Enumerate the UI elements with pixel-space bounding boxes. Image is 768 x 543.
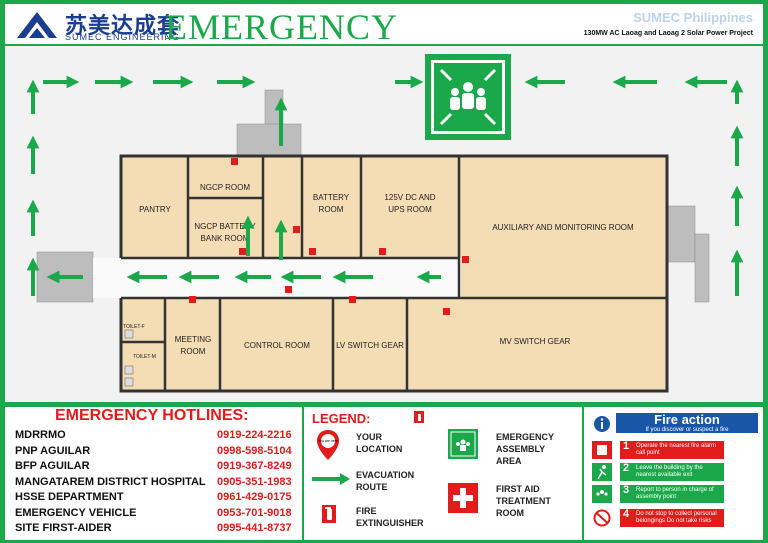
room-toilet-m: TOILET-M [133, 354, 156, 360]
room-mv-switch: MV SWITCH GEAR [500, 337, 571, 346]
project-name: 130MW AC Laoag and Laoag 2 Solar Power P… [583, 30, 753, 37]
floor-plan: PANTRY NGCP ROOM NGCP BATTERY BANK ROOM … [5, 46, 763, 402]
hotline-name: MDRRMO [15, 429, 66, 441]
hotline-name: PNP AGUILAR [15, 444, 91, 457]
room-ngcp-battery-2: BANK ROOM [201, 234, 250, 243]
legend: LEGEND: You are here YOUR LOCATION EVACU… [302, 407, 584, 540]
page-title: EMERGENCY [165, 7, 398, 47]
legend-your-location-1: YOUR [356, 432, 383, 442]
assembly-area-sign [425, 54, 511, 140]
hotline-row: MANGATAREM DISTRICT HOSPITAL 0905-351-198… [15, 476, 295, 488]
prohibited-icon [593, 509, 611, 527]
toilet-fixtures [124, 329, 134, 387]
room-ngcp-battery-1: NGCP BATTERY [194, 222, 256, 231]
hotline-row: PNP AGUILAR 0998-598-5104 [15, 445, 295, 457]
hotline-row: SITE FIRST-AIDER 0995-441-8737 [15, 522, 295, 534]
hotline-name: MANGATAREM DISTRICT HOSPITAL [15, 475, 206, 488]
sumec-logo-icon [17, 12, 57, 38]
legend-extinguisher-1: FIRE [356, 506, 377, 516]
hotline-name: HSSE DEPARTMENT [15, 491, 124, 503]
stairs-right [664, 205, 710, 303]
evacuation-arrow-icon [312, 473, 350, 485]
alarm-call-point-icon [592, 441, 612, 459]
company-name: SUMEC Philippines [633, 10, 753, 25]
hotline-number: 0953-701-9018 [217, 506, 292, 519]
hotline-row: HSSE DEPARTMENT 0961-429-0175 [15, 491, 295, 503]
fire-action-subtitle: If you discover or suspect a fire [645, 427, 729, 433]
hotline-number: 0998-598-5104 [217, 444, 292, 457]
hotline-number: 0919-224-2216 [217, 429, 292, 441]
you-are-here-text: You are here [318, 439, 338, 443]
room-pantry: PANTRY [139, 205, 171, 214]
room-control: CONTROL ROOM [244, 341, 310, 350]
logo-chinese-text: 苏美达成套 [65, 14, 181, 39]
first-aid-icon [448, 483, 478, 513]
hotline-row: MDRRMO 0919-224-2216 [15, 429, 295, 441]
legend-your-location-2: LOCATION [356, 444, 403, 454]
fire-extinguisher-markers [189, 158, 469, 315]
legend-evacuation-1: EVACUATION [356, 470, 415, 480]
room-ngcp: NGCP ROOM [200, 183, 250, 192]
assembly-area-icon [448, 429, 478, 459]
room-battery-2: ROOM [319, 205, 344, 214]
hotline-name: SITE FIRST-AIDER [15, 522, 112, 534]
room-auxiliary: AUXILIARY AND MONITORING ROOM [492, 223, 634, 232]
hotline-number: 0905-351-1983 [217, 475, 292, 488]
stairs-top [236, 89, 302, 159]
hotline-row: BFP AGUILAR 0919-367-8249 [15, 460, 295, 472]
legend-assembly-3: AREA [496, 456, 522, 466]
header: 苏美达成套 SUMEC ENGINEERING EMERGENCY SUMEC … [5, 4, 763, 47]
legend-evacuation-2: ROUTE [356, 482, 388, 492]
fire-extinguisher-small-icon [414, 411, 424, 423]
legend-assembly-1: EMERGENCY [496, 432, 555, 442]
room-dc-ups-2: UPS ROOM [388, 205, 432, 214]
room-meeting-2: ROOM [181, 347, 206, 356]
logo-english-text: SUMEC ENGINEERING [65, 32, 181, 42]
legend-extinguisher-2: EXTINGUISHER [356, 518, 424, 528]
room-lv-switch: LV SWITCH GEAR [336, 341, 404, 350]
legend-first-aid-3: ROOM [496, 508, 524, 518]
room-dc-ups-1: 125V DC AND [384, 193, 435, 202]
fire-action-panel: Fire action If you discover or suspect a… [586, 407, 763, 540]
hotline-number: 0919-367-8249 [217, 460, 292, 472]
assembly-point-icon [592, 485, 612, 503]
room-toilet-f: TOILET-F [123, 324, 145, 330]
hotline-name: EMERGENCY VEHICLE [15, 506, 137, 519]
hotlines-title: EMERGENCY HOTLINES: [55, 407, 249, 424]
exit-running-icon [592, 463, 612, 481]
location-pin-icon: You are here [317, 430, 339, 460]
evacuation-arrows [26, 75, 744, 296]
legend-first-aid-1: FIRST AID [496, 484, 540, 494]
hotline-number: 0995-441-8737 [217, 522, 292, 534]
legend-assembly-2: ASSEMBLY [496, 444, 546, 454]
info-icon [594, 416, 610, 432]
hotline-name: BFP AGUILAR [15, 460, 90, 472]
room-battery-1: BATTERY [313, 193, 350, 202]
fire-extinguisher-icon [322, 505, 336, 523]
room-meeting-1: MEETING [175, 335, 211, 344]
hotline-row: EMERGENCY VEHICLE 0953-701-9018 [15, 507, 295, 519]
hotline-number: 0961-429-0175 [217, 491, 292, 503]
legend-title: LEGEND: [312, 411, 371, 426]
legend-first-aid-2: TREATMENT [496, 496, 551, 506]
fire-action-title: Fire action [616, 413, 758, 433]
